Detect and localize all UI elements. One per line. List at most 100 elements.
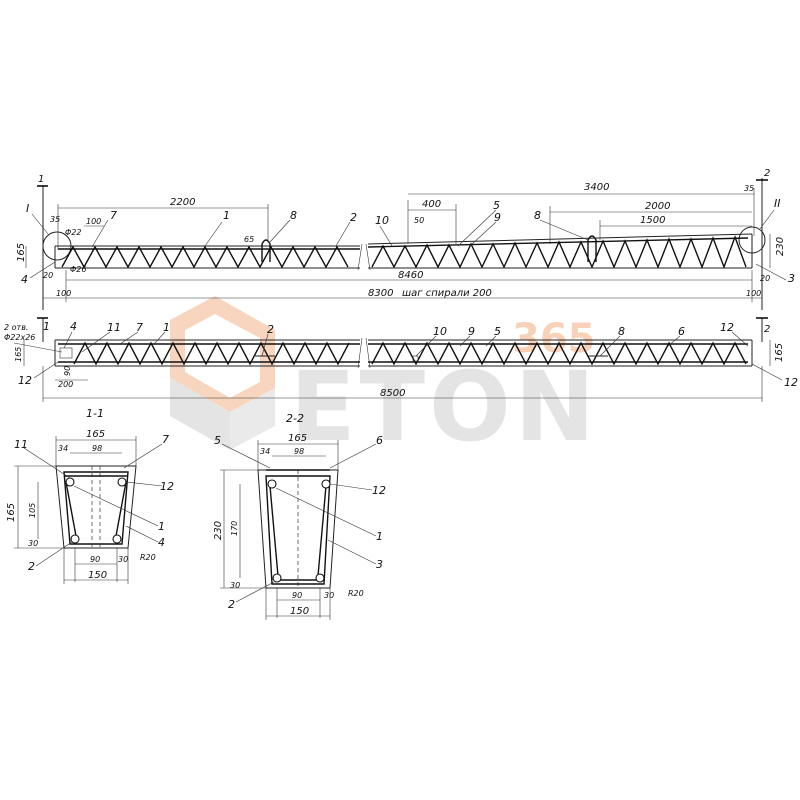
dim-200-mid: 200 (58, 380, 73, 389)
callout-4-top: 4 (21, 273, 28, 286)
section-2-callout-6: 6 (376, 434, 383, 447)
node-mark-right: II (774, 197, 781, 210)
section-1-stirrup (63, 471, 129, 545)
section-mark-2-mid: 2 (764, 324, 770, 335)
section-1-callout-12: 12 (160, 480, 174, 493)
spiral-zigzag-right (371, 234, 747, 270)
plan-zigzag-right (371, 341, 747, 366)
dim-35-right: 35 (744, 184, 754, 193)
callout-10-mid: 10 (433, 325, 447, 338)
section-1-callout-2: 2 (28, 560, 35, 573)
watermark-logo-icon (170, 296, 275, 450)
dim-165-mid-left: 165 (14, 347, 23, 362)
section-2-callout-1: 1 (376, 530, 383, 543)
section-1-dim-34: 34 (58, 444, 68, 453)
label-phi22: Φ22 (65, 228, 81, 237)
section-1-1: 1-1 165 98 34 165 105 30 90 30 (6, 407, 174, 584)
plan-view: 2 2 отв. Φ22х26 165 165 200 90 (4, 317, 798, 402)
section-2-2: 2-2 165 98 34 230 170 30 90 30 (213, 412, 386, 620)
watermark: ETON 365 (170, 296, 599, 463)
section-2-dim-98: 98 (294, 447, 304, 456)
dim-2000: 2000 (645, 201, 670, 212)
callout-7-top: 7 (110, 209, 117, 222)
section-2-callout-2: 2 (228, 598, 235, 611)
section-2-dim-150: 150 (290, 606, 309, 617)
section-1-dim-90: 90 (90, 555, 100, 564)
section-2-stirrup (265, 475, 331, 585)
end-plate-icon (59, 347, 73, 359)
callout-9-top: 9 (494, 211, 501, 224)
section-1-callout-1: 1 (158, 520, 165, 533)
section-2-title: 2-2 (286, 412, 304, 425)
callout-12-mid-top: 12 (720, 321, 734, 334)
dim-165-mid-right: 165 (774, 343, 785, 362)
section-2-dim-90: 90 (292, 591, 302, 600)
callout-2-top: 2 (350, 211, 357, 224)
section-1-dim-150: 150 (88, 570, 107, 581)
callout-12-mid-left: 12 (18, 374, 32, 387)
callout-3-top: 3 (788, 272, 795, 285)
section-1-callout-11: 11 (14, 438, 28, 451)
section-2-dim-165: 165 (288, 433, 307, 444)
section-2-dim-30-left: 30 (230, 581, 240, 590)
callout-8-top-right: 8 (534, 209, 541, 222)
dim-100-right: 100 (746, 289, 761, 298)
section-2-r20: R20 (348, 589, 364, 598)
callout-1-top: 1 (223, 209, 230, 222)
callout-8-mid: 8 (618, 325, 625, 338)
callout-4-mid: 4 (70, 320, 77, 333)
callout-12-mid-right: 12 (784, 376, 798, 389)
dim-100-left: 100 (56, 289, 71, 298)
section-2-dim-h170: 170 (230, 521, 239, 536)
section-1-dim-98: 98 (92, 444, 102, 453)
dim-400: 400 (422, 199, 441, 210)
watermark-brand: ETON (290, 351, 599, 463)
watermark-number: 365 (512, 316, 596, 362)
section-2-dim-30-right: 30 (324, 591, 334, 600)
dim-20-right: 20 (760, 274, 770, 283)
callout-5-mid: 5 (494, 325, 501, 338)
label-phi26: Φ26 (70, 265, 86, 274)
dim-8500: 8500 (380, 388, 405, 399)
section-mark-2-top: 2 (764, 168, 770, 179)
callout-6-mid: 6 (678, 325, 685, 338)
dim-100: 100 (86, 217, 101, 226)
callout-2-mid: 2 (267, 323, 274, 336)
dim-65-left: 65 (244, 235, 254, 244)
callout-7-mid: 7 (136, 321, 143, 334)
section-2-callout-3: 3 (376, 558, 383, 571)
section-1-dim-h105: 105 (28, 503, 37, 518)
dim-8460: 8460 (398, 270, 423, 281)
dim-50: 50 (414, 216, 424, 225)
node-mark-left: I (26, 202, 29, 215)
section-2-dim-34: 34 (260, 447, 270, 456)
dim-35-left: 35 (50, 215, 60, 224)
dim-230-top: 230 (775, 237, 786, 256)
callout-5-top: 5 (493, 199, 500, 212)
callout-9-mid: 9 (468, 325, 475, 338)
callout-11-mid: 11 (107, 321, 121, 334)
callout-1-mid: 1 (43, 320, 50, 333)
section-1-dim-30-left: 30 (28, 539, 38, 548)
note-hole-size: Φ22х26 (4, 333, 35, 342)
section-1-callout-4: 4 (158, 536, 165, 549)
spiral-zigzag-left (61, 245, 349, 269)
section-1-title: 1-1 (86, 407, 104, 420)
callout-8-top-left: 8 (290, 209, 297, 222)
dim-3400: 3400 (584, 182, 609, 193)
plan-zigzag-left (73, 341, 350, 366)
section-mark-1-top: 1 (38, 174, 44, 185)
dim-165-top: 165 (16, 243, 27, 262)
top-view: 1 2 I II 2200 (16, 168, 795, 310)
lifting-loop-left (261, 239, 271, 262)
section-1-dim-30-right: 30 (118, 555, 128, 564)
section-2-callout-12: 12 (372, 484, 386, 497)
section-2-callout-5: 5 (214, 434, 221, 447)
section-1-callout-7: 7 (162, 433, 169, 446)
dim-8300: 8300 (368, 288, 393, 299)
dim-90-mid: 90 (63, 366, 72, 376)
spiral-step-note: шаг спирали 200 (402, 288, 492, 299)
dim-20-left: 20 (43, 271, 53, 280)
note-holes: 2 отв. (4, 323, 28, 332)
